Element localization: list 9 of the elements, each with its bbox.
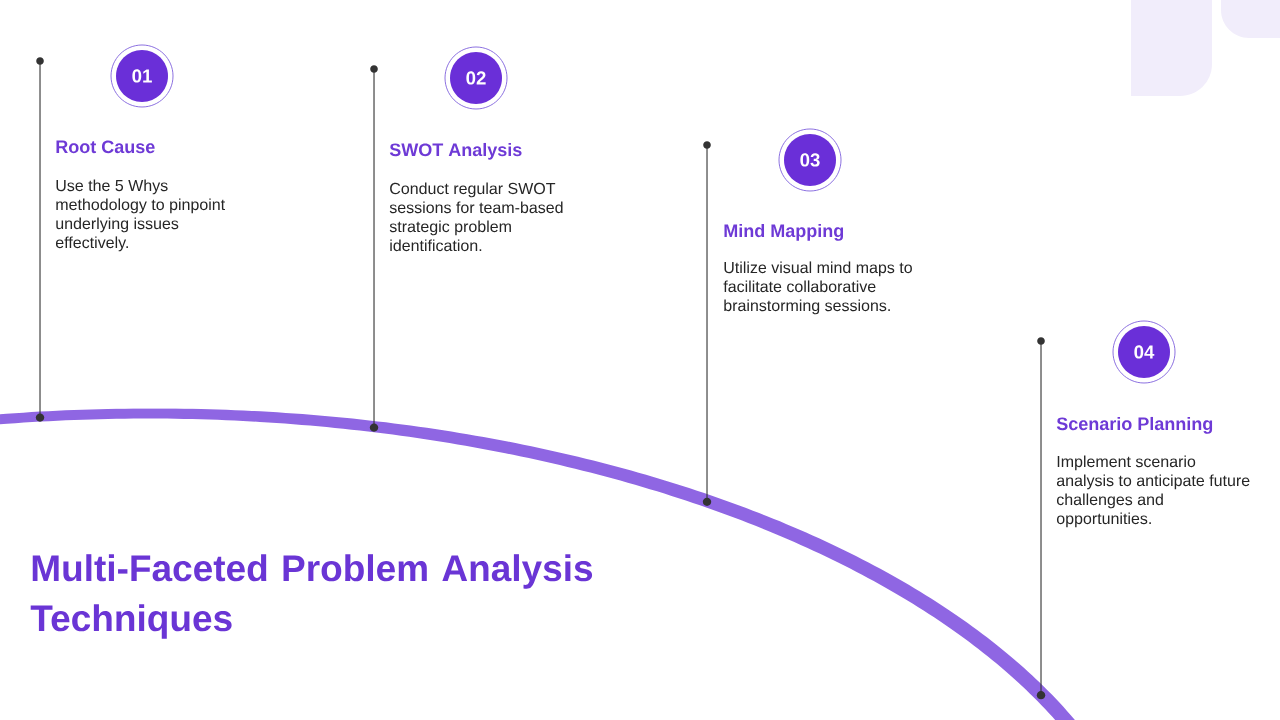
step-description: Implement scenario analysis to anticipate future challenges and opportunities. xyxy=(1056,455,1250,528)
step-heading: Mind Mapping xyxy=(724,223,844,241)
step-heading: Root Cause xyxy=(56,140,155,154)
step-heading: Scenario Planning xyxy=(1056,416,1213,434)
step-description: Use the 5 Whys methodology to pinpoint underlying issues effectively. xyxy=(55,179,225,252)
step-heading: SWOT Analysis xyxy=(389,142,522,160)
step-description: Conduct regular SWOT sessions for team-based strategic problem identification. xyxy=(389,182,563,252)
title: Multi-Faceted Problem Analysis Techniques xyxy=(30,554,593,639)
step-description: Utilize visual mind maps to facilitate collaborative brainstorming sessions. xyxy=(723,261,912,315)
